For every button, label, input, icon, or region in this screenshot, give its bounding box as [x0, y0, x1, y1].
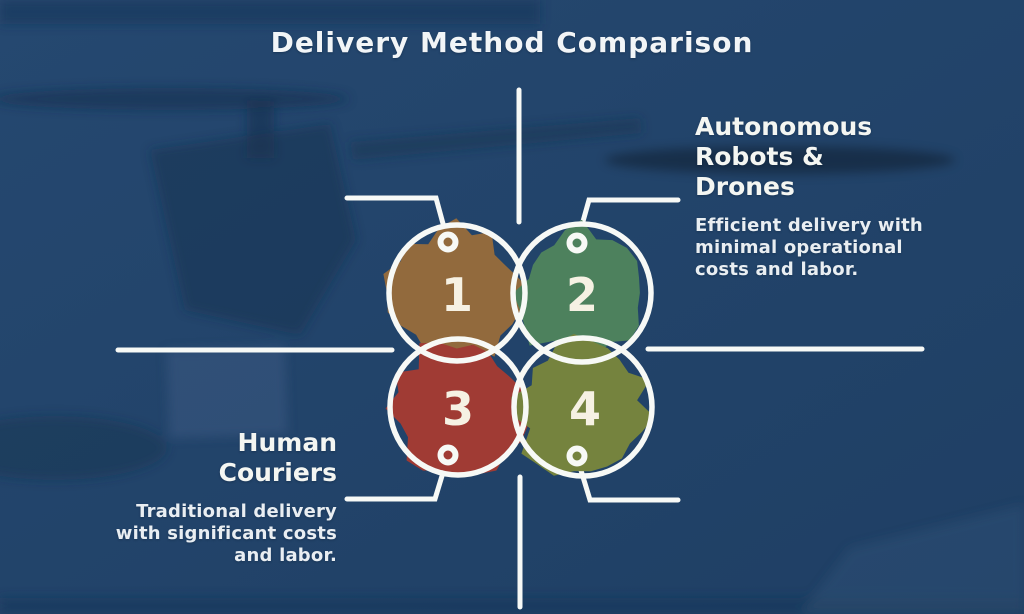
ring-circle-3 — [437, 444, 459, 466]
label-autonomous: Autonomous Robots & Drones Efficient del… — [695, 112, 923, 281]
connector-rings — [437, 231, 588, 467]
label-human: Human Couriers Traditional delivery with… — [116, 428, 337, 567]
circle-numbers: 1 2 3 4 — [441, 268, 601, 436]
label-human-description: Traditional delivery with significant co… — [116, 501, 337, 567]
circle-blob-3 — [385, 342, 531, 478]
label-autonomous-heading: Autonomous Robots & Drones — [695, 112, 923, 202]
circle-outline-3 — [387, 336, 529, 478]
guide-lines — [115, 87, 925, 610]
ring-circle-1 — [437, 231, 459, 253]
ring-circle-4 — [566, 445, 588, 467]
heading-line: Couriers — [218, 458, 337, 487]
connector-circle-1 — [344, 195, 448, 234]
body-line: Efficient delivery with — [695, 215, 923, 236]
circle-number-2: 2 — [566, 268, 598, 322]
label-human-heading: Human Couriers — [116, 428, 337, 488]
circle-blob-2 — [513, 219, 640, 369]
body-line: costs and labor. — [695, 259, 859, 280]
connector-circle-3 — [344, 463, 448, 502]
venn-circle-fills — [383, 218, 655, 478]
body-line: Traditional delivery — [136, 501, 337, 522]
heading-line: Human — [237, 428, 337, 457]
body-line: minimal operational — [695, 237, 903, 258]
label-autonomous-description: Efficient delivery with minimal operatio… — [695, 215, 923, 281]
ring-circle-2 — [566, 232, 588, 254]
venn-circle-outlines — [386, 221, 655, 479]
circle-blob-4 — [511, 333, 655, 476]
body-line: and labor. — [234, 545, 337, 566]
circle-blob-1 — [383, 218, 533, 365]
heading-line: Drones — [695, 172, 795, 201]
heading-line: Robots & — [695, 142, 824, 171]
circle-number-3: 3 — [442, 382, 474, 436]
circle-number-4: 4 — [569, 382, 601, 436]
page-title: Delivery Method Comparison — [270, 26, 754, 59]
circle-outline-2 — [510, 221, 654, 365]
circle-number-1: 1 — [441, 268, 473, 322]
body-line: with significant costs — [115, 523, 337, 544]
heading-line: Autonomous — [695, 112, 873, 141]
circle-outline-4 — [511, 335, 655, 479]
circle-outline-1 — [386, 222, 528, 364]
